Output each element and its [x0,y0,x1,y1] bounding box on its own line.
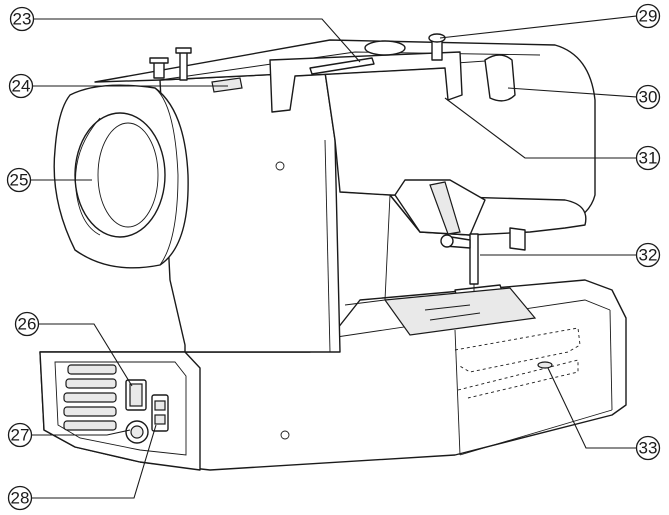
throat-opening [339,191,391,306]
ventilation-grille [63,364,117,431]
vent-slot [63,406,117,417]
spool-holder-disc [364,40,406,56]
handwheel-edge [75,117,101,236]
callout-25: 25 [6,167,32,193]
base-screw [280,430,290,440]
power-socket [151,394,169,432]
callout-27: 27 [7,422,33,448]
handwheel-housing-side [154,87,179,266]
vent-slot [67,364,117,375]
callout-28: 28 [7,485,33,511]
presser-knob [440,234,454,248]
callout-24: 24 [8,73,34,99]
accessory-box-latch [537,361,553,369]
leader-28 [31,424,157,499]
feed-dog-slot [424,304,471,311]
column-screw [275,161,285,171]
bobbin-winder-top [428,33,446,43]
power-socket-pin [154,414,166,425]
accessory-box-outline [454,327,581,373]
callout-29-label: 29 [639,7,658,26]
callout-29: 29 [635,3,661,29]
callout-26-label: 26 [18,315,37,334]
free-arm-bottom [459,409,613,456]
callout-31: 31 [635,145,661,171]
column-front-line [324,139,331,353]
leader-31 [444,97,637,159]
upper-arm-top-plane [159,51,541,81]
callout-27-label: 27 [11,426,30,445]
leader-26 [38,323,133,387]
thread-guide-24 [211,77,243,93]
spool-pin-mid-cap [175,47,192,54]
feed-dog-slot [429,312,481,321]
callout-leaders [30,15,638,499]
foot-control-socket-inner [130,425,144,439]
accessory-box-line [457,359,579,399]
handwheel-rim [97,122,159,228]
callout-31-label: 31 [639,149,658,168]
callout-33: 33 [635,435,661,461]
leader-27 [31,429,131,436]
callout-32-label: 32 [639,246,658,265]
carry-handle-inner [294,67,446,77]
callout-26: 26 [14,311,40,337]
sewing-machine-illustration [39,33,627,471]
power-socket-pin [154,400,166,411]
needle-plate [383,287,537,336]
vent-slot [63,420,117,431]
side-panel-inner [54,361,187,456]
callout-23: 23 [9,6,35,32]
vent-slot [63,392,117,403]
spool-pin [309,57,375,75]
vent-slot [65,378,117,389]
bobbin-winder-stopper [484,54,516,102]
power-switch-rocker [129,383,143,407]
free-arm-edge [609,309,613,411]
needle-bar [469,233,479,285]
thread-take-up [429,181,461,235]
leader-23 [33,18,361,63]
leader-29 [439,15,638,39]
callout-23-label: 23 [13,10,32,29]
leader-33 [547,367,637,449]
callout-30: 30 [635,84,661,110]
handwheel [74,112,166,238]
spool-pin-left-cap [149,57,169,64]
callout-24-label: 24 [12,77,31,96]
base-front-lower-2 [454,329,461,456]
callout-25-label: 25 [10,171,29,190]
spool-pin-mid [179,49,188,81]
callout-30-label: 30 [639,88,658,107]
needle-clamp [509,227,526,251]
callout-28-label: 28 [11,489,30,508]
callout-33-label: 33 [639,439,658,458]
leader-30 [507,87,638,98]
callout-32: 32 [635,242,661,268]
callout-labels: 23 24 25 26 27 28 29 30 [6,3,661,511]
